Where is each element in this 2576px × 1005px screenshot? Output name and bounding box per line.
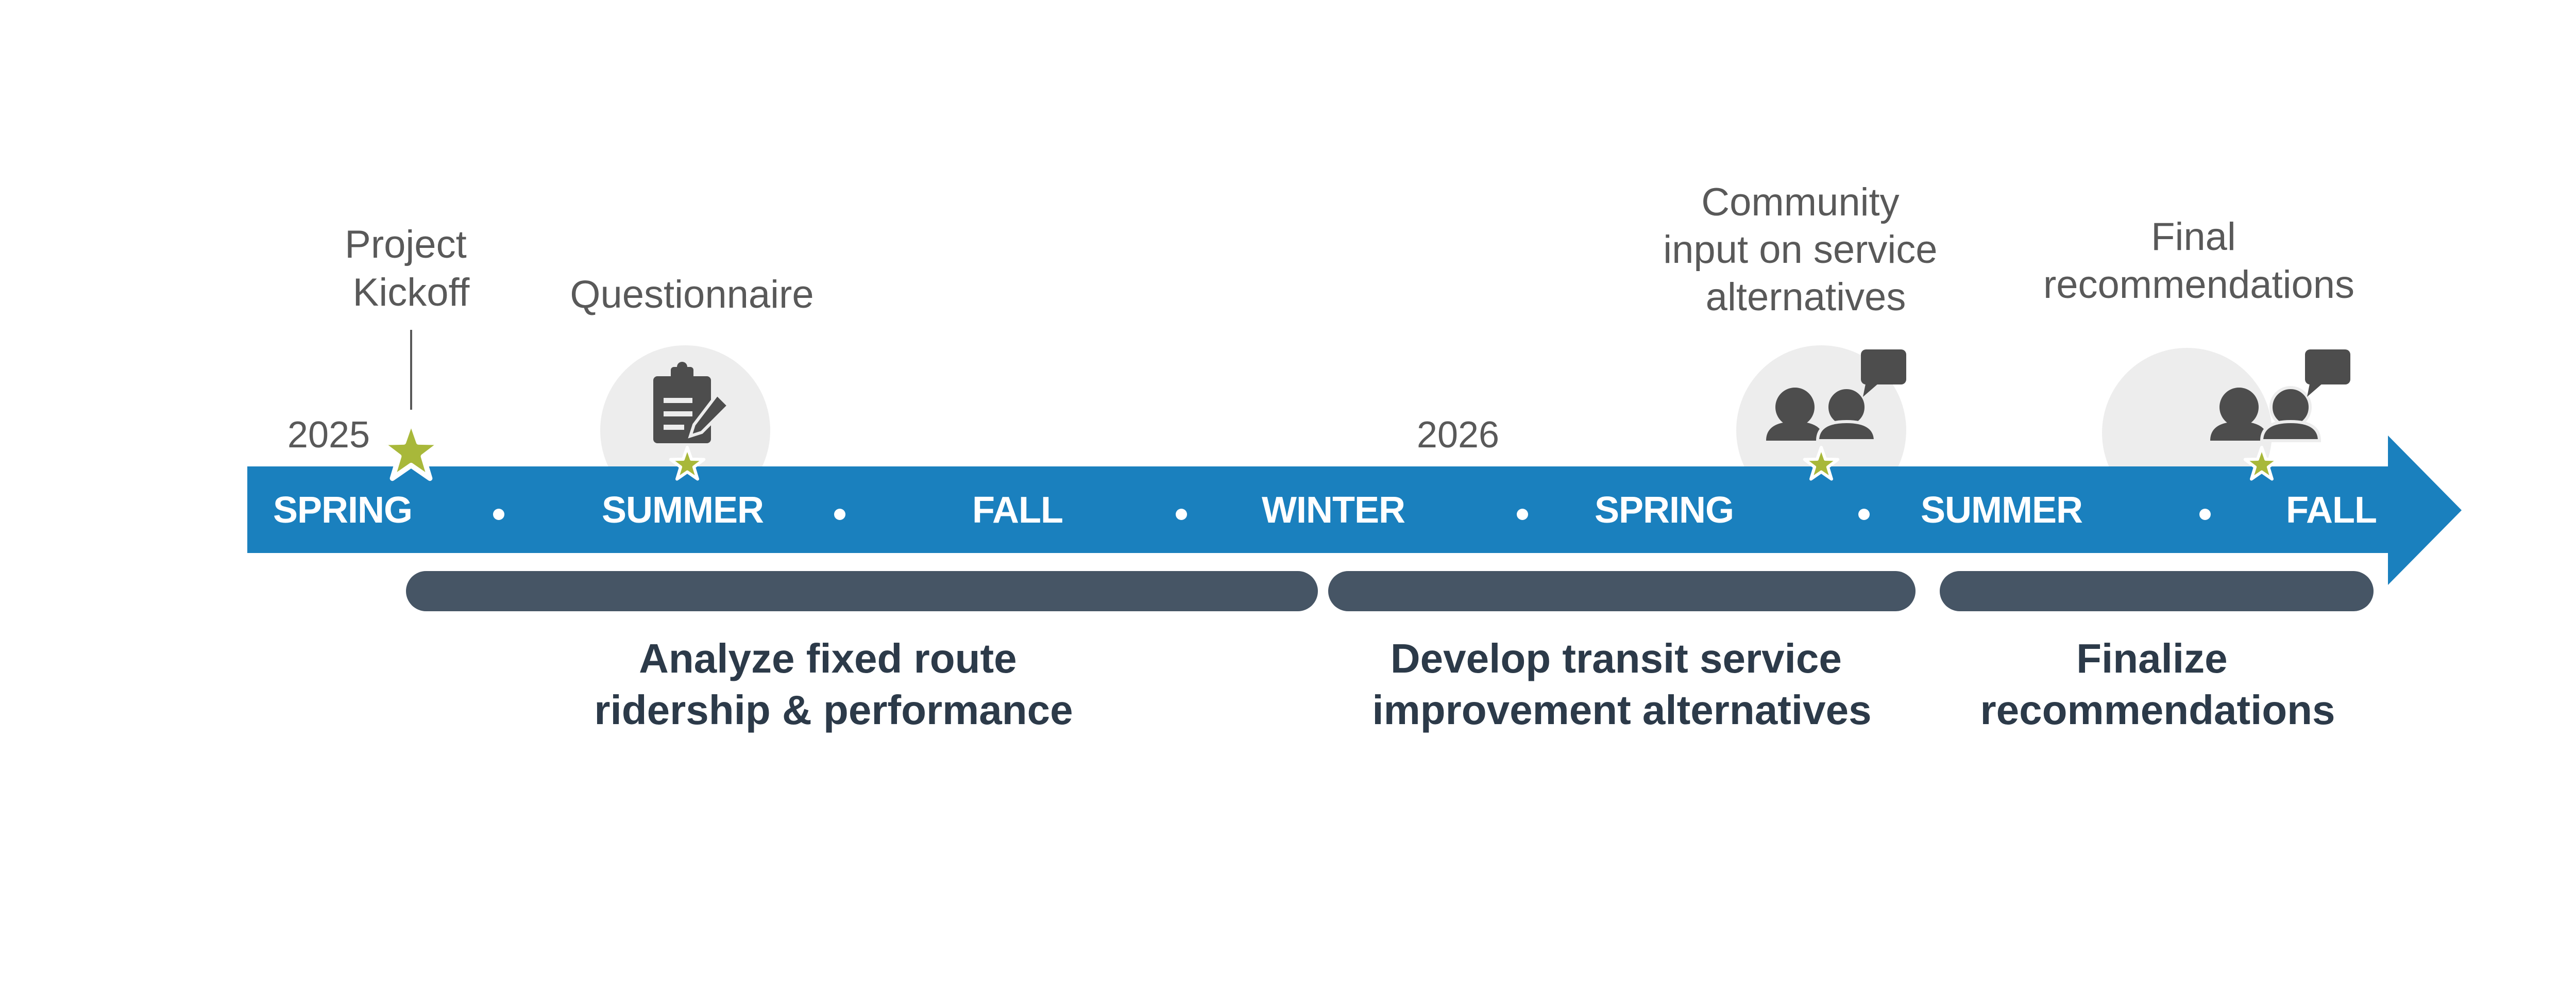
phase-bar-analyze — [406, 571, 1318, 611]
people-chat-icon — [1766, 349, 1906, 442]
milestone-label-line: input on service — [1663, 228, 1937, 272]
season-label: SPRING — [1595, 490, 1734, 531]
milestone-project-kickoff: Project Kickoff — [345, 223, 478, 478]
milestone-community-input: Community input on service alternatives — [1663, 180, 1948, 479]
milestone-label-line: Project — [345, 223, 467, 266]
phase-label-line: Analyze fixed route — [639, 635, 1017, 681]
phase-label-line: ridership & performance — [594, 687, 1073, 733]
season-label: WINTER — [1262, 490, 1405, 531]
milestone-label: Final recommendations — [2043, 215, 2354, 307]
milestone-label-line: Community — [1701, 180, 1899, 224]
season-label: SPRING — [273, 490, 412, 531]
separator-dot — [2199, 509, 2211, 520]
milestone-label: Community input on service alternatives — [1663, 180, 1948, 319]
milestone-label-line: recommendations — [2043, 263, 2354, 307]
phase-label-develop: Develop transit service improvement alte… — [1372, 635, 1871, 733]
season-label: SUMMER — [1921, 490, 2082, 531]
milestone-questionnaire: Questionnaire — [570, 273, 814, 479]
milestone-label-line: Kickoff — [353, 271, 470, 314]
phase-label-line: Develop transit service — [1391, 635, 1842, 681]
season-label: FALL — [972, 490, 1063, 531]
people-chat-icon — [2210, 349, 2350, 442]
phase-label-line: recommendations — [1980, 687, 2335, 733]
milestone-label: Questionnaire — [570, 273, 814, 316]
year-label-2025: 2025 — [287, 414, 370, 456]
phase-label-line: improvement alternatives — [1372, 687, 1871, 733]
phase-bars — [406, 571, 2374, 611]
phase-bar-finalize — [1940, 571, 2374, 611]
phase-label-finalize: Finalize recommendations — [1980, 635, 2335, 733]
separator-dot — [1517, 509, 1528, 520]
milestone-label-line: alternatives — [1706, 275, 1906, 319]
clipboard-icon — [653, 362, 731, 443]
season-label: SUMMER — [602, 490, 764, 531]
milestone-label-line: Final — [2151, 215, 2236, 259]
phase-bar-develop — [1328, 571, 1916, 611]
separator-dot — [834, 509, 845, 520]
timeline-arrow — [247, 435, 2462, 585]
season-labels: SPRING SUMMER FALL WINTER SPRING SUMMER … — [273, 490, 2377, 531]
milestone-label-line: Questionnaire — [570, 273, 814, 316]
milestone-label: Project Kickoff — [345, 223, 478, 314]
phase-label-line: Finalize — [2076, 635, 2227, 681]
separator-dot — [493, 509, 504, 520]
season-separators — [493, 509, 2211, 520]
separator-dot — [1858, 509, 1870, 520]
season-label: FALL — [2286, 490, 2377, 531]
separator-dot — [1176, 509, 1187, 520]
phase-label-analyze: Analyze fixed route ridership & performa… — [594, 635, 1073, 733]
milestone-final-recommendations: Final recommendations — [2043, 215, 2354, 479]
year-label-2026: 2026 — [1417, 414, 1499, 456]
